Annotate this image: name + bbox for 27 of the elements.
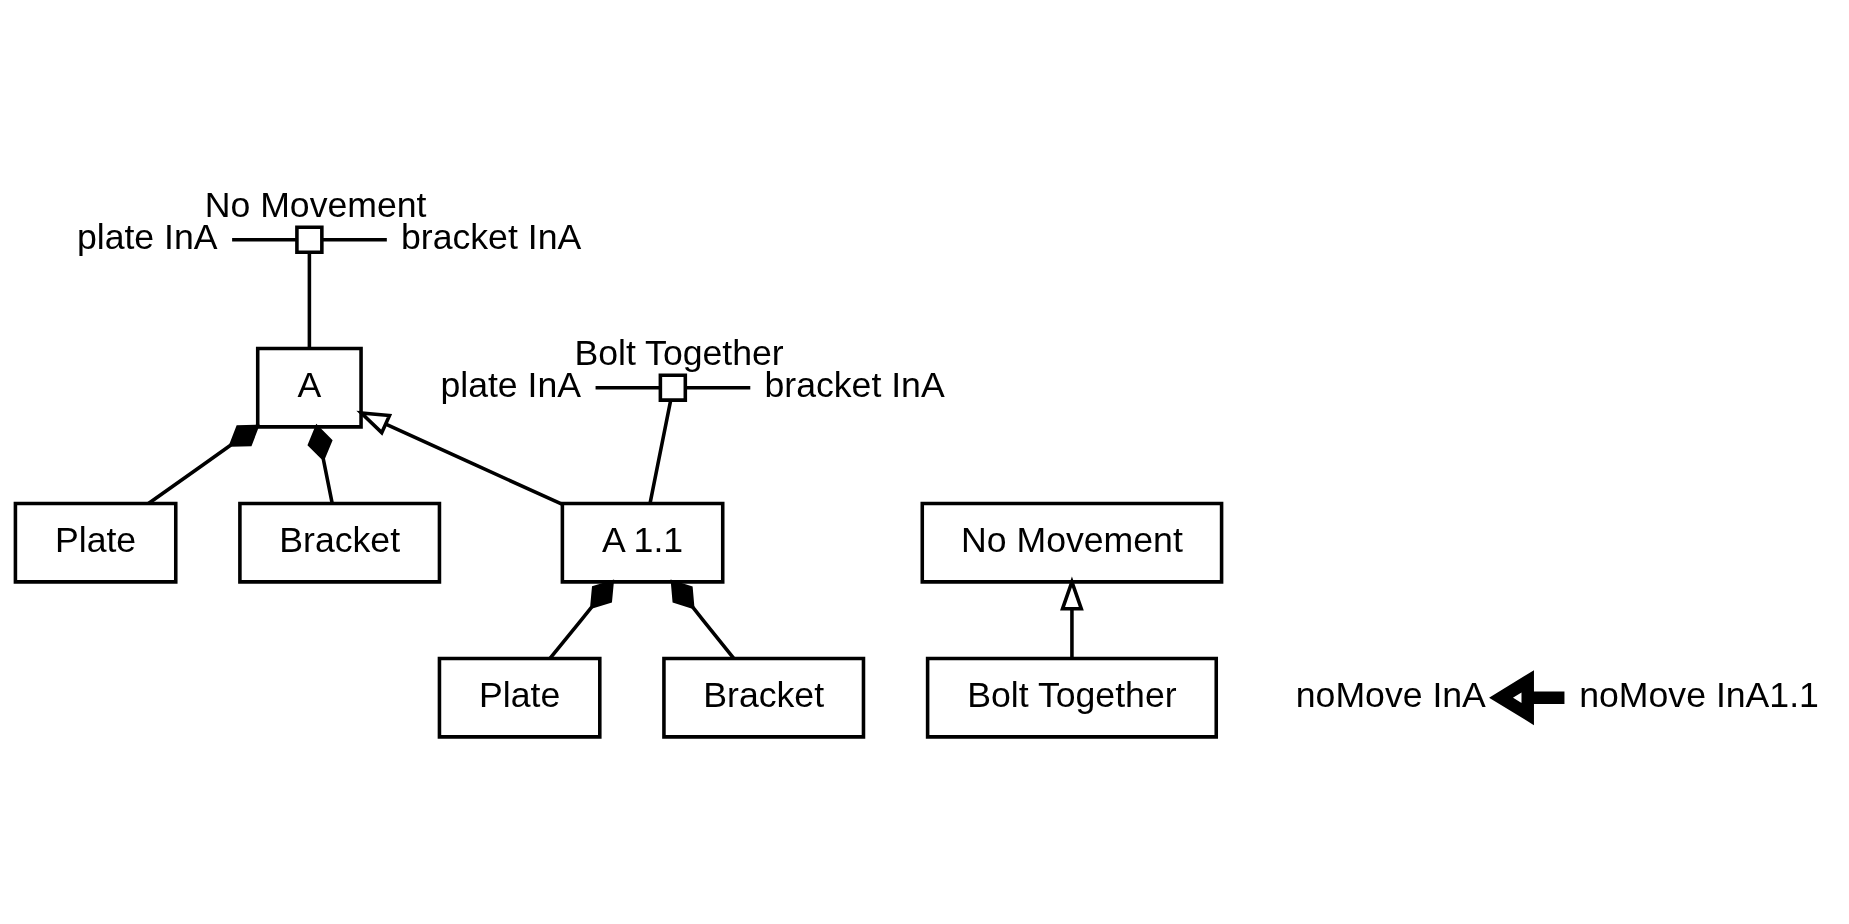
connector xyxy=(670,578,736,660)
connector xyxy=(232,237,297,242)
connector xyxy=(307,252,312,348)
node-box: Bracket xyxy=(238,501,442,584)
node-box xyxy=(295,225,324,254)
node-box: Plate xyxy=(13,501,178,584)
node-box: No Movement xyxy=(920,501,1224,584)
node-box: Plate xyxy=(437,656,602,739)
node-box: Bracket xyxy=(662,656,866,739)
node-text: noMove InA1.1 xyxy=(1579,674,1819,715)
arrow xyxy=(1060,576,1084,658)
node-text: bracket InA xyxy=(401,216,582,257)
node-box: A 1.1 xyxy=(560,501,725,584)
arrow xyxy=(1489,669,1565,725)
node-box xyxy=(658,372,688,402)
connector xyxy=(648,399,673,504)
connector xyxy=(685,385,751,389)
node-box: A xyxy=(255,346,363,429)
connector xyxy=(322,237,387,242)
node-text: plate InA xyxy=(76,216,218,257)
arrow xyxy=(356,410,563,506)
connector xyxy=(548,579,615,660)
node-box: Bolt Together xyxy=(925,656,1218,739)
connector xyxy=(147,424,260,505)
connector xyxy=(307,423,334,504)
connector xyxy=(595,385,661,389)
node-text: noMove InA xyxy=(1295,674,1486,715)
